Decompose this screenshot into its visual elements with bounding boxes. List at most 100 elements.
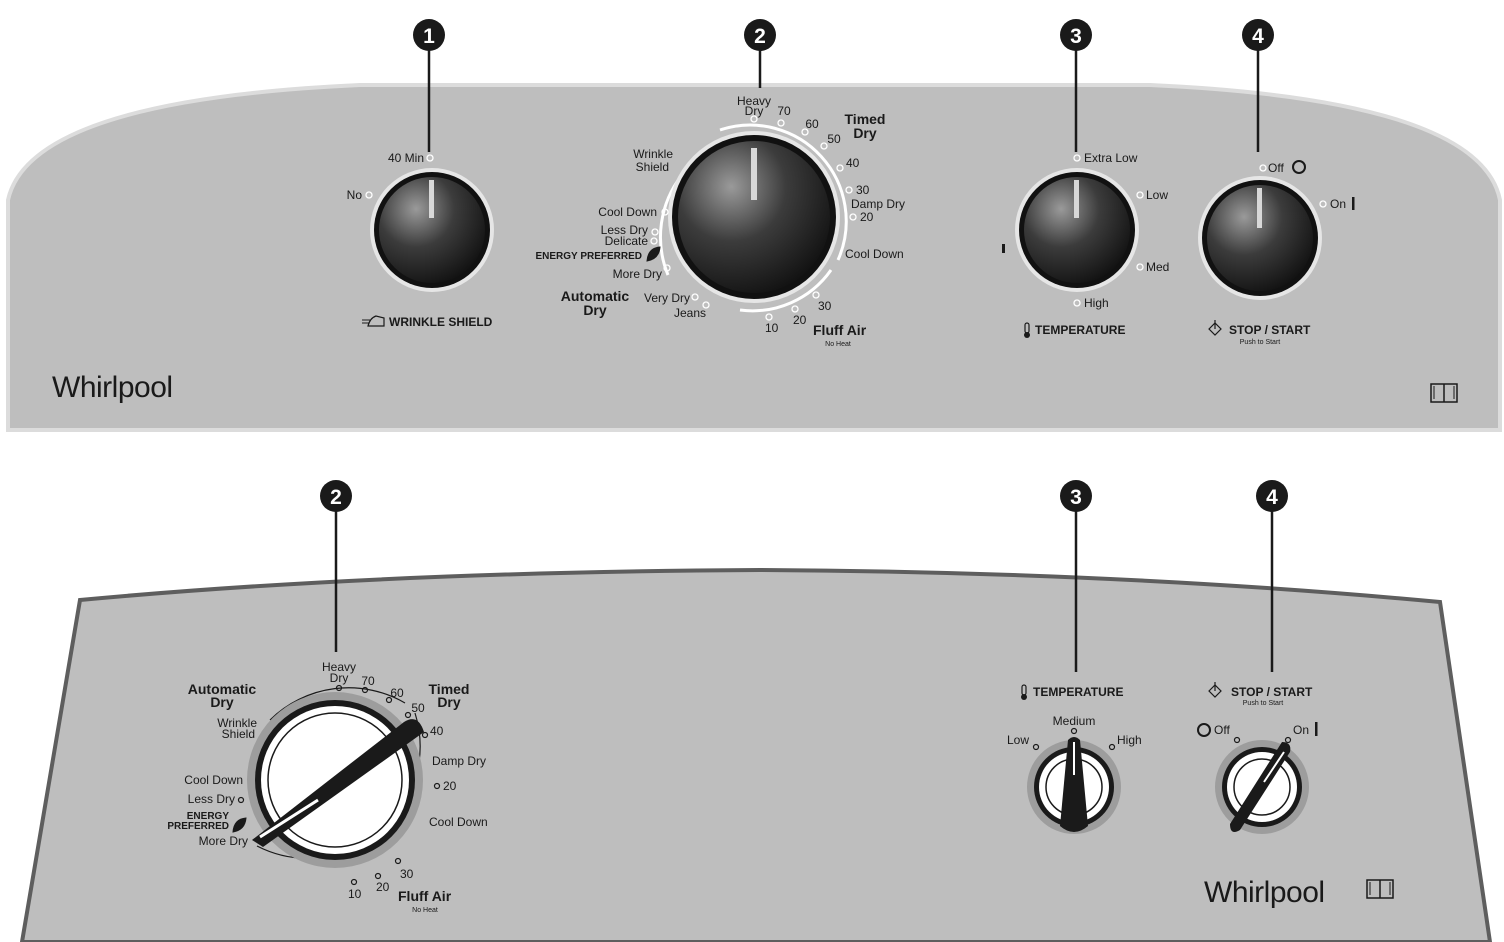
temp-med: Med — [1146, 260, 1169, 274]
cycle-30: 30 — [856, 183, 870, 197]
stop-start-knob-2[interactable] — [1215, 740, 1309, 834]
p2-40: 40 — [430, 724, 444, 738]
temp-indicator-mark — [1002, 244, 1005, 253]
callout-1: 1 — [413, 19, 445, 152]
svg-text:4: 4 — [1252, 25, 1264, 48]
p2-heavy-dry-2: Dry — [330, 671, 349, 685]
svg-text:3: 3 — [1070, 25, 1082, 48]
p2-temp-high: High — [1117, 733, 1142, 747]
fluff-air-label: Fluff Air — [813, 322, 867, 338]
callout-4b: 4 — [1256, 480, 1288, 672]
cycle-60: 60 — [805, 117, 819, 131]
temperature-knob[interactable] — [1015, 168, 1139, 292]
p2-start-dots — [1233, 736, 1292, 744]
cycle-dots-2 — [237, 684, 441, 886]
on-symbol-icon — [1352, 197, 1355, 210]
p2-no-heat: No Heat — [412, 907, 438, 914]
p2-temp-dots — [1032, 727, 1116, 751]
wrinkle-shield-knob[interactable] — [370, 168, 494, 292]
push-to-start-label: Push to Start — [1240, 339, 1281, 346]
p2-wrinkle-shield-2: Shield — [222, 727, 255, 741]
stop-start-knob[interactable] — [1198, 176, 1322, 300]
fluff-20: 20 — [793, 313, 807, 327]
wrinkle-opt-no: No — [347, 188, 363, 202]
temp-extra-low: Extra Low — [1084, 151, 1138, 165]
svg-text:1: 1 — [423, 25, 435, 48]
p2-70: 70 — [361, 674, 375, 688]
p2-stop-start-label: STOP / START — [1231, 685, 1313, 699]
callout-3b: 3 — [1060, 480, 1092, 672]
fluff-10: 10 — [765, 321, 779, 335]
cycle-selector-knob-2[interactable] — [247, 687, 424, 868]
p2-cool-down-right: Cool Down — [429, 815, 488, 829]
p2-20: 20 — [443, 779, 457, 793]
automatic-dry-label-p2: Automatic — [188, 681, 257, 697]
p2-fluff-30: 30 — [400, 867, 414, 881]
p2-start-off: Off — [1214, 723, 1230, 737]
p2-less-dry: Less Dry — [188, 792, 235, 806]
leaf-icon — [646, 246, 661, 262]
power-icon-2 — [1208, 682, 1222, 698]
cycle-less-dry: Less Dry — [601, 223, 648, 237]
cycle-50: 50 — [827, 132, 841, 146]
cycle-dots — [650, 115, 857, 321]
cycle-delicate: Delicate — [605, 234, 649, 248]
callout-2: 2 — [744, 19, 776, 88]
p2-push-to-start: Push to Start — [1243, 700, 1284, 707]
whirlpool-logo: Whirlpool — [52, 371, 173, 404]
automatic-dry-label-2: Dry — [583, 302, 607, 318]
p2-energy-preferred: ENERGY — [187, 811, 230, 822]
wrinkle-opt-40: 40 Min — [388, 151, 424, 165]
p2-more-dry: More Dry — [199, 834, 248, 848]
whirlpool-logo-2: Whirlpool — [1204, 876, 1325, 909]
automatic-dry-label-p2-2: Dry — [210, 694, 234, 710]
leaf-icon-2 — [232, 817, 247, 833]
cycle-heavy-dry: Heavy — [737, 94, 771, 108]
p2-wrinkle-shield: Wrinkle — [217, 716, 257, 730]
callout-2b: 2 — [320, 480, 352, 652]
fluff-30: 30 — [818, 299, 832, 313]
cycle-selector-knob[interactable] — [659, 123, 848, 313]
p2-start-on: On — [1293, 723, 1309, 737]
p2-off-symbol-icon — [1197, 723, 1211, 737]
start-off: Off — [1268, 161, 1284, 175]
p2-60: 60 — [390, 686, 404, 700]
start-on: On — [1330, 197, 1346, 211]
wrinkle-shield-label: WRINKLE SHIELD — [389, 315, 493, 329]
p2-cool-down-left: Cool Down — [184, 773, 243, 787]
svg-text:2: 2 — [330, 486, 342, 509]
cycle-very-dry: Very Dry — [644, 291, 690, 305]
automatic-dry-label: Automatic — [561, 288, 630, 304]
temperature-knob-2[interactable] — [1027, 737, 1121, 834]
off-symbol-icon — [1292, 160, 1306, 174]
cycle-wrinkle-shield-2: Shield — [636, 160, 669, 174]
cycle-jeans: Jeans — [674, 306, 706, 320]
svg-text:3: 3 — [1070, 486, 1082, 509]
temp-high: High — [1084, 296, 1109, 310]
svg-text:4: 4 — [1266, 486, 1278, 509]
temp-dots — [1073, 154, 1144, 307]
p2-timed-dry: Timed — [429, 681, 470, 697]
p2-temp-low: Low — [1007, 733, 1029, 747]
p2-fluff-10: 10 — [348, 887, 362, 901]
p2-50: 50 — [411, 701, 425, 715]
p2-temp-medium: Medium — [1053, 714, 1096, 728]
cycle-heavy-dry-2: Dry — [745, 104, 764, 118]
timed-dry-label: Timed — [845, 111, 886, 127]
cycle-20: 20 — [860, 210, 874, 224]
cycle-damp-dry: Damp Dry — [851, 197, 905, 211]
p2-fluff-air: Fluff Air — [398, 888, 452, 904]
svg-text:2: 2 — [754, 25, 766, 48]
power-icon — [1208, 320, 1222, 336]
thermometer-icon-2 — [1021, 684, 1027, 700]
callout-3: 3 — [1060, 19, 1092, 152]
cycle-70: 70 — [777, 104, 791, 118]
temp-low: Low — [1146, 188, 1168, 202]
p2-heavy-dry: Heavy — [322, 660, 356, 674]
manual-book-icon-2 — [1366, 879, 1394, 899]
cycle-more-dry: More Dry — [613, 267, 662, 281]
p2-damp-dry: Damp Dry — [432, 754, 486, 768]
cycle-cool-down-left: Cool Down — [598, 205, 657, 219]
p2-temperature-label: TEMPERATURE — [1033, 685, 1123, 699]
